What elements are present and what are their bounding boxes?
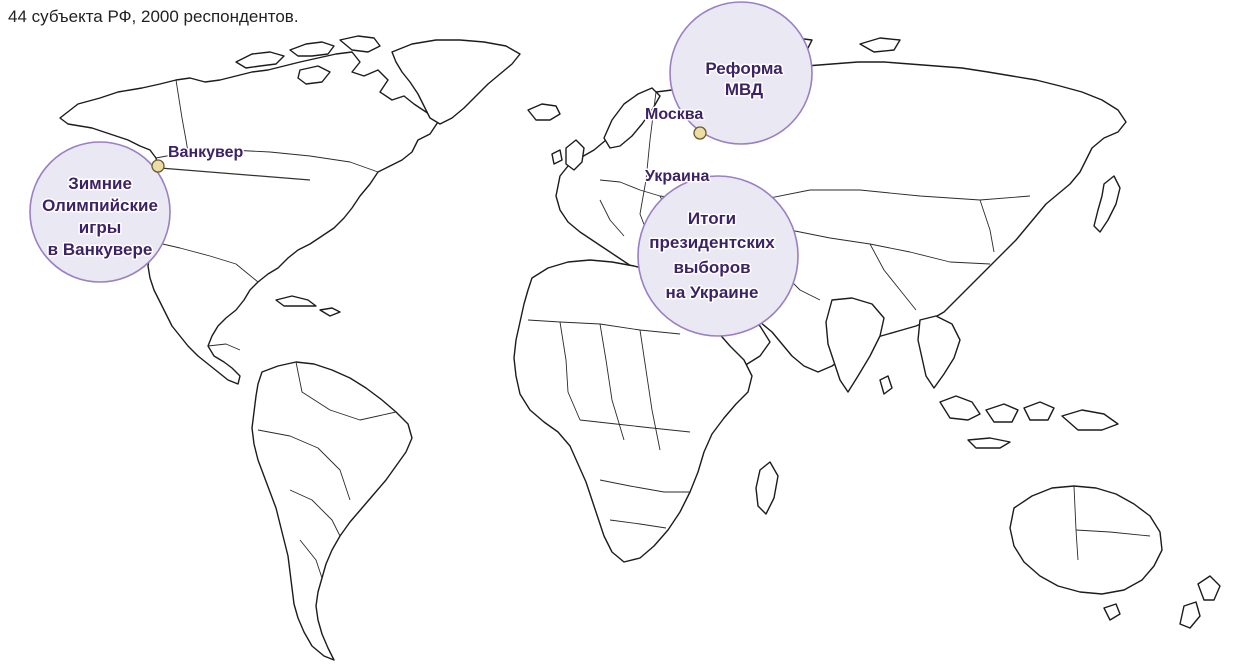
topic-label-vancouver: Зимние Олимпийские игры в Ванкувере xyxy=(41,173,160,261)
topic-bubble-vancouver xyxy=(29,141,171,283)
topic-line: президентских xyxy=(649,233,775,252)
region-label-ukraine: Украина xyxy=(645,168,710,185)
south-america-landmass xyxy=(251,361,413,661)
topic-line: Зимние xyxy=(68,174,132,193)
topic-line: Итоги xyxy=(688,209,736,228)
topic-line: Реформа xyxy=(705,59,783,78)
topic-label-ukraine: Итоги президентских выборов на Украине xyxy=(648,208,777,304)
city-dot-icon xyxy=(693,126,707,140)
topic-line: игры xyxy=(79,218,121,237)
city-label-vancouver: Ванкувер xyxy=(168,144,244,161)
topic-label-mvd: Реформа МВД xyxy=(704,58,785,101)
topic-line: в Ванкувере xyxy=(48,240,153,259)
topic-line: на Украине xyxy=(666,283,759,302)
topic-bubble-ukraine xyxy=(637,175,799,337)
topic-line: МВД xyxy=(725,80,763,99)
city-dot-icon xyxy=(151,159,165,173)
topic-line: Олимпийские xyxy=(42,196,158,215)
north-america-landmass xyxy=(59,35,561,385)
leader-line-vancouver xyxy=(159,167,311,181)
topic-line: выборов xyxy=(673,258,750,277)
topic-bubble-mvd xyxy=(669,1,813,145)
oceania-landmass xyxy=(939,395,1221,629)
survey-caption: 44 субъекта РФ, 2000 респондентов. xyxy=(8,7,299,26)
city-label-moscow: Москва xyxy=(645,106,703,123)
